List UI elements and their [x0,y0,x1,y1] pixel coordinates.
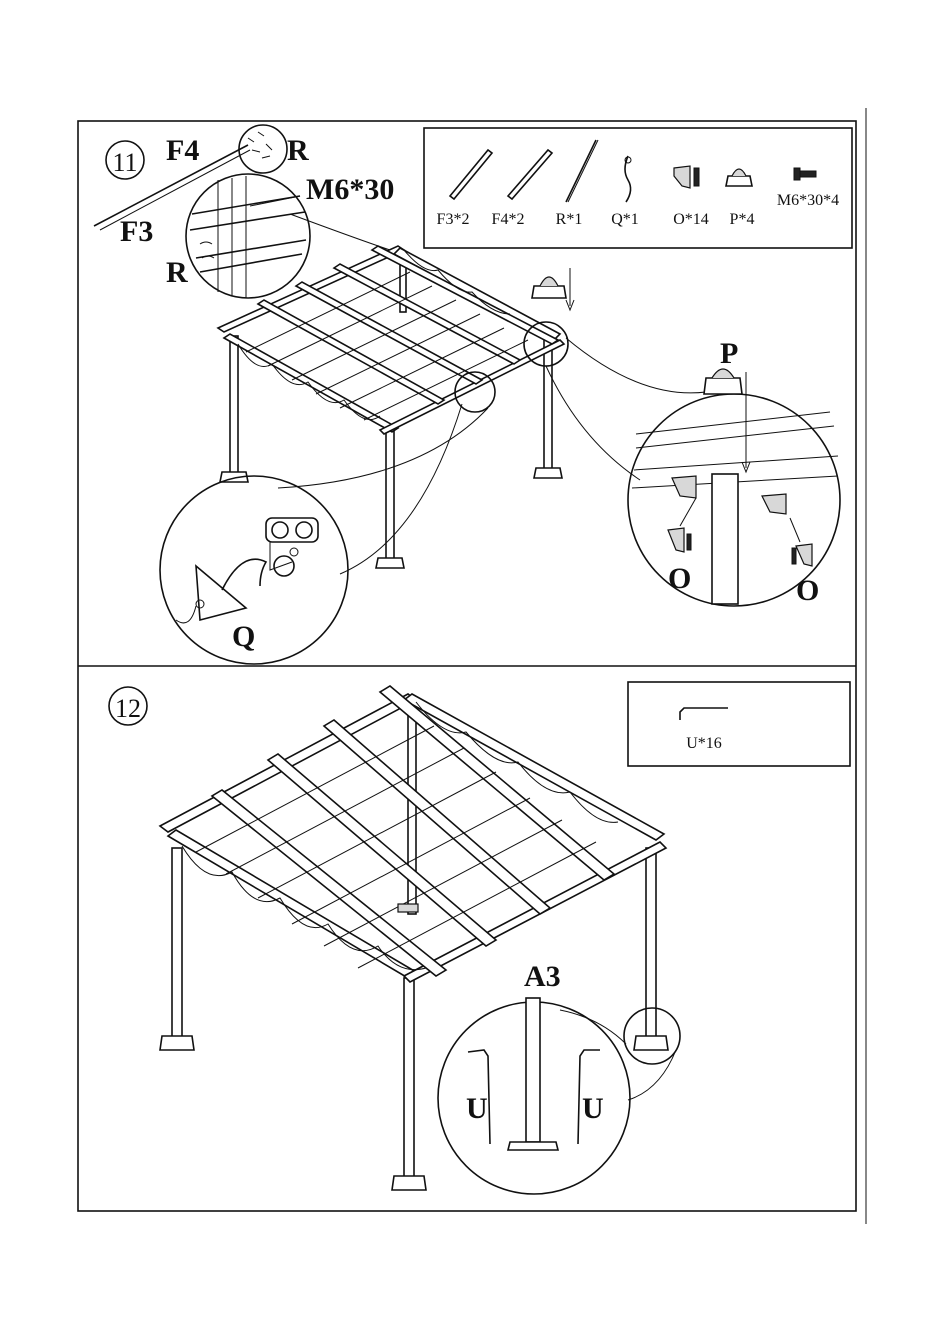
step-number: 11 [112,148,137,177]
step-number: 12 [115,694,141,723]
rod-icon [566,140,598,202]
hook-detail: Q [160,476,348,664]
callout-m6-bolt: M6*30 [306,173,394,206]
rod-detail-circle: R [239,125,309,173]
callout-o-right: O [796,574,819,607]
page-frame [78,108,866,1224]
part-label-f4: F4*2 [492,211,525,228]
part-label-f3: F3*2 [437,211,470,228]
step-11: 11 F4 F3 R M6*30 R [94,125,852,664]
part-label-r: R*1 [556,211,583,228]
callout-p: P [720,337,738,370]
callout-u-right: U [582,1092,604,1125]
part-label-m6: M6*30*4 [777,192,839,209]
callout-r-left: R [166,256,188,289]
step-number-badge: 12 [109,687,147,725]
parts-box: F3*2 F4*2 R*1 Q*1 O*14 P*4 M6*30*4 [424,128,852,248]
ground-stake-detail: A3 U U [438,960,630,1194]
hook-icon [625,156,631,202]
step-12: 12 U*16 [109,682,850,1194]
clip-icon [674,166,699,188]
callout-r-top: R [287,134,309,167]
callout-a3: A3 [524,960,561,993]
cap-icon [726,169,752,186]
bolt-icon [794,168,816,180]
part-label-q: Q*1 [611,211,639,228]
callout-u-left: U [466,1092,488,1125]
tube-icon [450,150,492,199]
callout-f4: F4 [166,134,199,167]
callout-f3: F3 [120,215,153,248]
cap-clip-detail: P O O [628,337,840,607]
step-number-badge: 11 [106,141,144,179]
tube-icon [508,150,552,199]
parts-box: U*16 [628,682,850,766]
cap-drop-indicator [532,268,574,310]
part-label-o: O*14 [673,211,709,228]
callout-o-left: O [668,562,691,595]
part-label-u: U*16 [686,735,722,752]
callout-q: Q [232,620,255,653]
stake-icon [680,708,728,720]
part-label-p: P*4 [730,211,755,228]
